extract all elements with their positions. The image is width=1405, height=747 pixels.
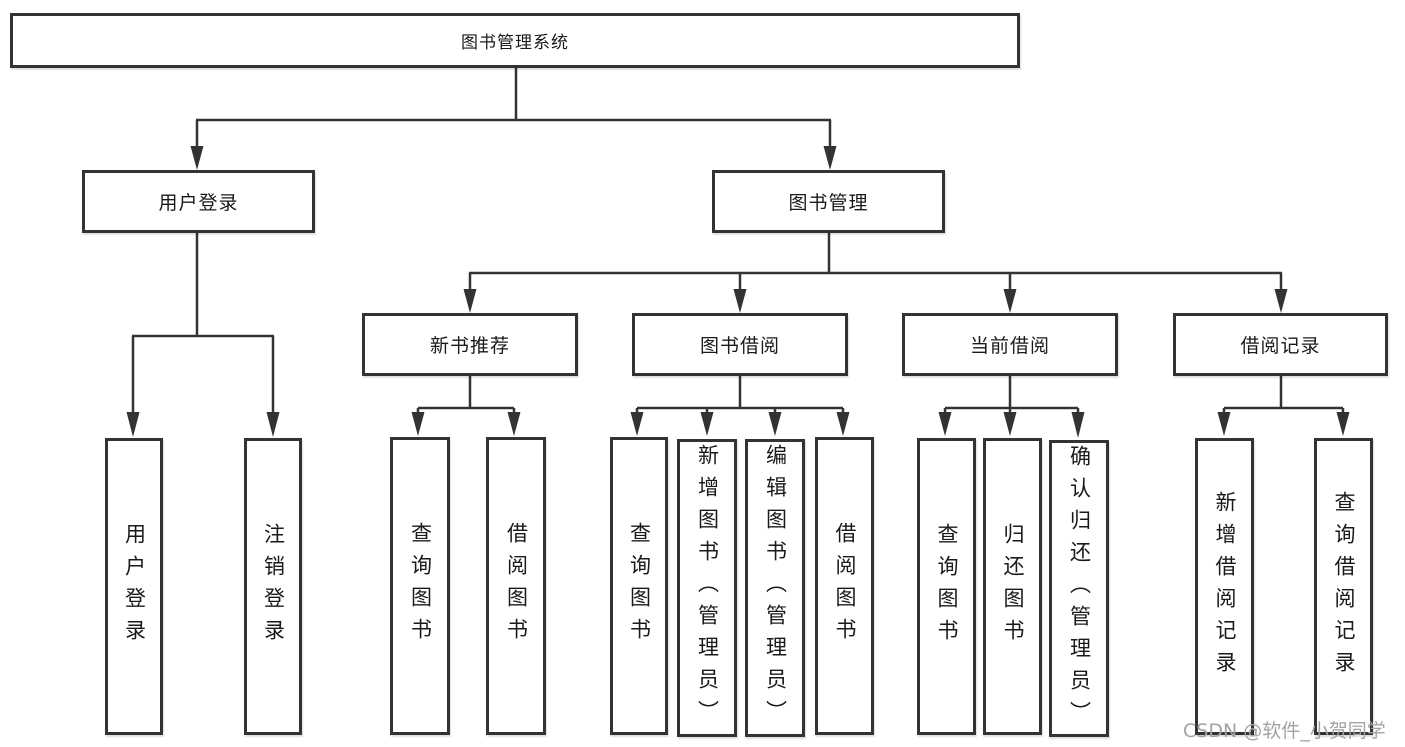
leaf-user-login: 用户登录 [105,438,163,735]
node-current-borrow: 当前借阅 [902,313,1118,376]
leaf-confirm-return-admin: 确认归还（管理员） [1049,440,1109,737]
node-user-login: 用户登录 [82,170,315,233]
leaf-edit-book-admin: 编辑图书（管理员） [745,439,805,737]
leaf-query-borrow-record: 查询借阅记录 [1314,438,1373,735]
leaf-borrow-book-recommend: 借阅图书 [486,437,546,735]
leaf-add-book-admin: 新增图书（管理员） [677,439,737,737]
leaf-query-book-recommend: 查询图书 [390,437,450,735]
node-new-book-recommend: 新书推荐 [362,313,578,376]
leaf-borrow-book: 借阅图书 [815,437,874,735]
leaf-return-book: 归还图书 [983,438,1042,735]
node-book-management: 图书管理 [712,170,945,233]
node-book-borrow: 图书借阅 [632,313,848,376]
leaf-query-book-borrow: 查询图书 [610,437,668,735]
leaf-logout: 注销登录 [244,438,302,735]
node-borrow-record: 借阅记录 [1173,313,1388,376]
node-root-system: 图书管理系统 [10,13,1020,68]
leaf-query-book-current: 查询图书 [917,438,976,735]
watermark: CSDN @软件_小贺同学 [1183,720,1386,742]
leaf-add-borrow-record: 新增借阅记录 [1195,438,1254,735]
